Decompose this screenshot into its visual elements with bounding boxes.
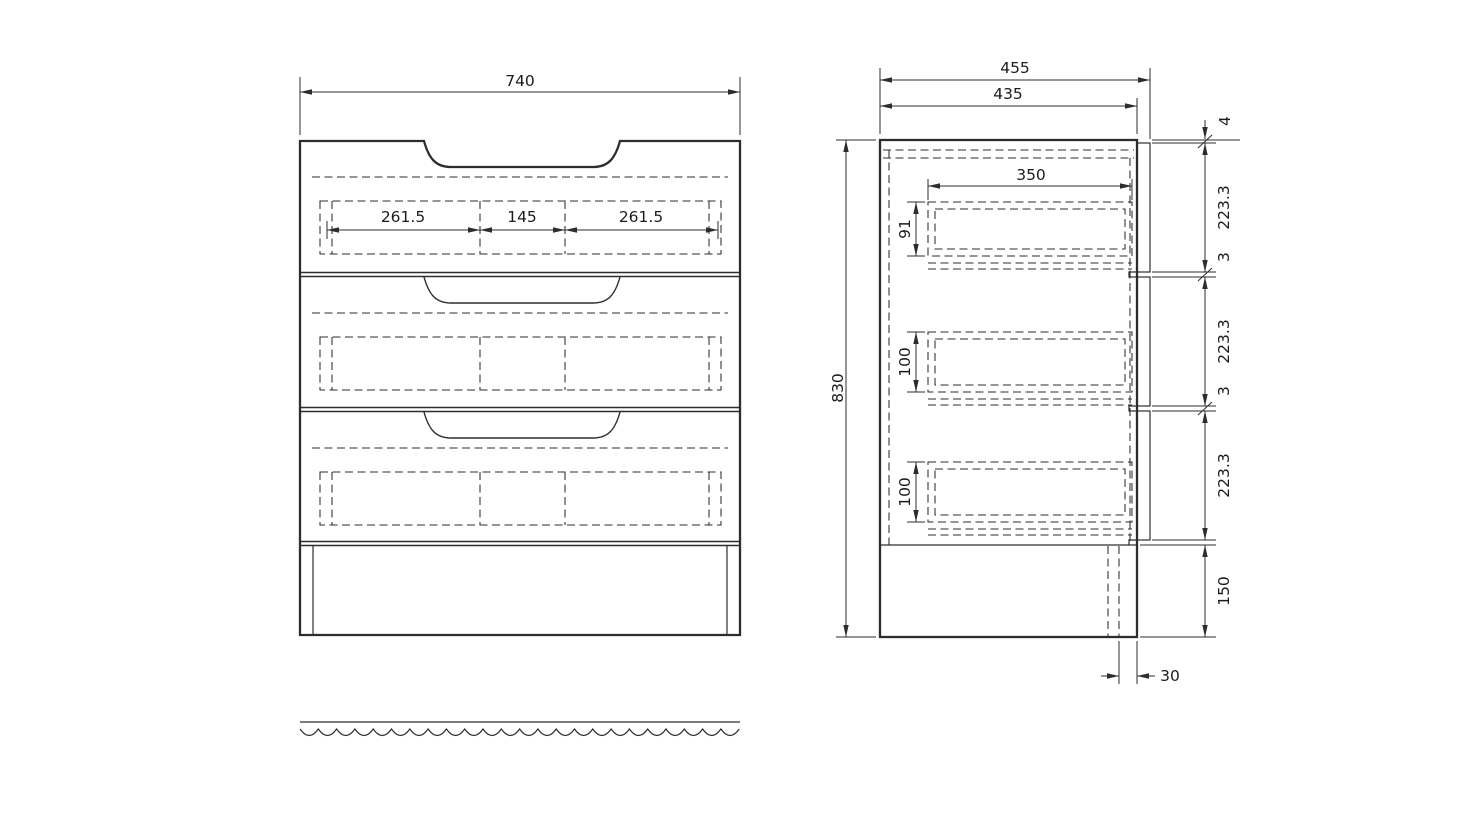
dim-label-223-3-b: 223.3 [1215,319,1233,363]
hidden-drawer-box [319,471,722,526]
overall-height-dimension: 830 [829,139,876,638]
box-height-dimension-1: 91 [896,201,925,257]
side-drawer-box-1 [927,201,1133,270]
side-drawer-box-2 [927,331,1133,406]
dim-label-3-a: 3 [1215,252,1233,262]
dim-label-100-a: 100 [896,347,914,377]
drawer-box-inner [934,338,1126,386]
drawer-front-edge [1136,276,1151,407]
dim-label-91: 91 [896,219,914,239]
dim-label-4: 4 [1216,116,1234,126]
oblique-tick [1197,267,1213,282]
oblique-tick [1197,401,1213,416]
gap-notch [1128,405,1137,412]
front-inner-dimension-chain: 261.5 145 261.5 [326,208,719,239]
drawer-box-inner [934,208,1126,250]
dim-label-223-3-c: 223.3 [1215,453,1233,497]
wavy-break-line [299,727,740,737]
hidden-drawer-box [319,336,722,391]
dim-label-350: 350 [1016,166,1046,184]
dim-label-435: 435 [993,85,1023,103]
front-overall-width-dimension: 740 [299,72,741,135]
dim-label-right-261-5: 261.5 [619,208,663,226]
drawer-box-outer [927,331,1133,393]
side-drawer-box-3 [927,461,1133,536]
side-view: 350 91 100 100 455 435 [829,59,1240,685]
drawer-box-inner [934,468,1126,516]
dim-label-30: 30 [1160,667,1180,685]
front-drawer-2-hidden-lines [312,312,728,391]
oblique-tick [1197,134,1213,149]
drawer-front-edge [1136,410,1151,541]
front-view: 261.5 145 261.5 740 [298,72,742,737]
gap-notch [1128,539,1137,545]
front-drawer-3-hidden-lines [312,447,728,526]
gap-notch [1128,271,1137,278]
dim-label-left-261-5: 261.5 [381,208,425,226]
drawer-front-edges [1128,142,1151,545]
dim-label-3-b: 3 [1215,386,1233,396]
dim-label-150: 150 [1215,576,1233,606]
drawer-front-edge [1136,142,1151,273]
dim-label-455: 455 [1000,59,1030,77]
drawer-box-outer [927,461,1133,523]
drawer2-handle-cutout [423,276,621,304]
box-height-dimension-3: 100 [896,461,925,523]
dim-label-100-b: 100 [896,477,914,507]
dim-label-handle-145: 145 [507,208,537,226]
plinth-front [312,545,728,635]
box-height-dimension-2: 100 [896,331,925,393]
dim-label-830: 830 [829,373,847,403]
hidden-drawer-box [319,200,722,255]
plinth-recess-dimension: 30 [1101,641,1180,685]
bottom-break-strip [299,721,740,737]
depth-dimensions: 455 435 [879,59,1151,139]
right-dimension-chain: 4 223.3 3 223.3 3 223.3 150 [1140,116,1240,638]
dim-label-740: 740 [505,72,535,90]
drawer3-handle-cutout [423,411,621,439]
dim-label-223-3-a: 223.3 [1215,185,1233,229]
side-hidden-lines [883,149,1134,636]
drawer-depth-dimension: 350 [927,166,1133,200]
front-drawer-separators [300,271,740,547]
drawer-box-outer [927,201,1133,257]
cabinet-outline [298,139,742,637]
